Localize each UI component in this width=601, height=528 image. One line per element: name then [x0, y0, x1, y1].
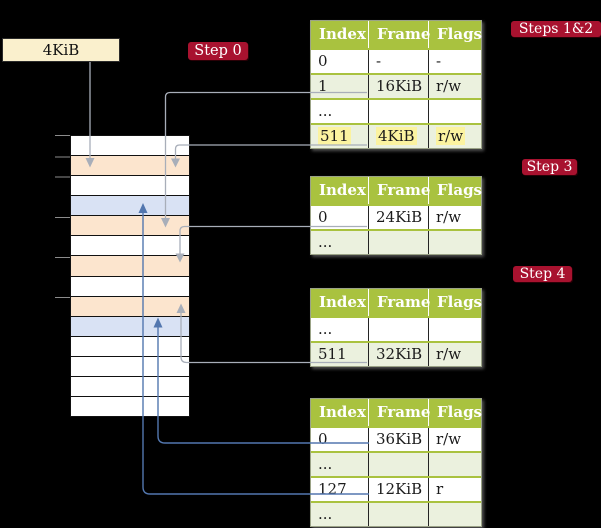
memory-frame-row: [71, 136, 189, 156]
table-row: ...: [311, 316, 481, 341]
cell-index: 0: [318, 52, 328, 70]
column-header-frame: Frame: [368, 289, 430, 316]
table-header-row: Index Frame Flags: [311, 289, 482, 316]
memory-frame-row: [71, 295, 189, 316]
memory-frame-row: [71, 255, 189, 276]
table-header-row: Index Frame Flags: [311, 21, 482, 48]
register-box: 4KiB: [2, 38, 120, 62]
highlight-text: 511: [318, 127, 351, 145]
highlight-text: r/w: [436, 127, 466, 145]
cell-flags: [428, 453, 481, 476]
cell-frame: 32KiB: [368, 343, 428, 366]
page-table-final-level: Index Frame Flags 0 36KiB r/w ... 127 12…: [310, 398, 482, 527]
table-row: 0 24KiB r/w: [311, 204, 481, 229]
table-row: 127 12KiB r: [311, 476, 481, 501]
cell-frame: [368, 503, 428, 526]
cell-flags: r/w: [428, 343, 481, 366]
cell-flags: r: [428, 478, 481, 501]
memory-frame-row: [71, 355, 189, 376]
cell-frame: 36KiB: [368, 428, 428, 451]
cell-index: 511: [318, 345, 347, 363]
memory-frame-row: [71, 275, 189, 296]
physical-memory-stack: [70, 135, 190, 417]
memory-frame-row: [71, 175, 189, 196]
column-header-flags: Flags: [428, 399, 482, 426]
page-table-step-3: Index Frame Flags 0 24KiB r/w ...: [310, 176, 482, 255]
table-row: ...: [311, 451, 481, 476]
cell-frame: [368, 318, 428, 341]
page-table-step-4: Index Frame Flags ... 511 32KiB r/w: [310, 288, 482, 367]
table-header-row: Index Frame Flags: [311, 177, 482, 204]
badge-step-3: Step 3: [522, 159, 577, 175]
table-header-row: Index Frame Flags: [311, 399, 482, 426]
column-header-frame: Frame: [368, 21, 430, 48]
register-label: 4KiB: [42, 41, 80, 59]
column-header-flags: Flags: [428, 177, 482, 204]
memory-frame-row: [71, 215, 189, 236]
cell-frame: 24KiB: [368, 206, 428, 229]
table-row: ...: [311, 501, 481, 526]
table-row: ...: [311, 98, 481, 123]
cell-flags: [428, 100, 481, 123]
cell-index: ...: [318, 320, 333, 338]
cell-index: ...: [318, 102, 333, 120]
cell-frame: [368, 100, 428, 123]
table-row: 0 36KiB r/w: [311, 426, 481, 451]
cell-index: 511: [311, 125, 368, 148]
column-header-flags: Flags: [428, 289, 482, 316]
memory-frame-row: [71, 396, 189, 417]
cell-flags: r/w: [428, 75, 481, 98]
memory-frame-row: [71, 335, 189, 356]
cell-flags: [428, 231, 481, 254]
cell-index: ...: [318, 505, 333, 523]
cell-frame: 16KiB: [368, 75, 428, 98]
memory-frame-row: [71, 375, 189, 397]
memory-frame-row: [71, 315, 189, 336]
cell-flags: [428, 318, 481, 341]
cell-frame: 4KiB: [368, 125, 428, 148]
cell-index: 127: [318, 480, 347, 498]
highlight-text: 4KiB: [376, 127, 417, 145]
table-row-highlighted: 511 4KiB r/w: [311, 123, 481, 148]
page-table-steps-1-2: Index Frame Flags 0 - - 1 16KiB r/w ... …: [310, 20, 482, 149]
table-row: ...: [311, 229, 481, 254]
cell-frame: [368, 453, 428, 476]
table-row: 511 32KiB r/w: [311, 341, 481, 366]
cell-index: 0: [318, 208, 328, 226]
badge-steps-1-2: Steps 1&2: [511, 21, 601, 37]
cell-flags: [428, 503, 481, 526]
badge-step-4: Step 4: [513, 266, 572, 282]
cell-index: 0: [318, 430, 328, 448]
memory-frame-row: [71, 155, 189, 176]
cell-flags: r/w: [428, 206, 481, 229]
column-header-index: Index: [319, 181, 366, 199]
cell-flags: -: [428, 50, 481, 73]
cell-flags: r/w: [428, 125, 481, 148]
column-header-index: Index: [319, 403, 366, 421]
cell-frame: 12KiB: [368, 478, 428, 501]
column-header-flags: Flags: [428, 21, 482, 48]
cell-index: ...: [318, 233, 333, 251]
cell-flags: r/w: [428, 428, 481, 451]
table-row: 1 16KiB r/w: [311, 73, 481, 98]
column-header-frame: Frame: [368, 399, 430, 426]
column-header-index: Index: [319, 25, 366, 43]
column-header-index: Index: [319, 293, 366, 311]
badge-step-0: Step 0: [188, 42, 248, 60]
cell-frame: [368, 231, 428, 254]
address-tick-marks: [55, 135, 70, 298]
cell-index: ...: [318, 455, 333, 473]
column-header-frame: Frame: [368, 177, 430, 204]
cell-index: 1: [318, 77, 328, 95]
memory-frame-row: [71, 195, 189, 216]
memory-frame-row: [71, 235, 189, 256]
cell-frame: -: [368, 50, 428, 73]
table-row: 0 - -: [311, 48, 481, 73]
